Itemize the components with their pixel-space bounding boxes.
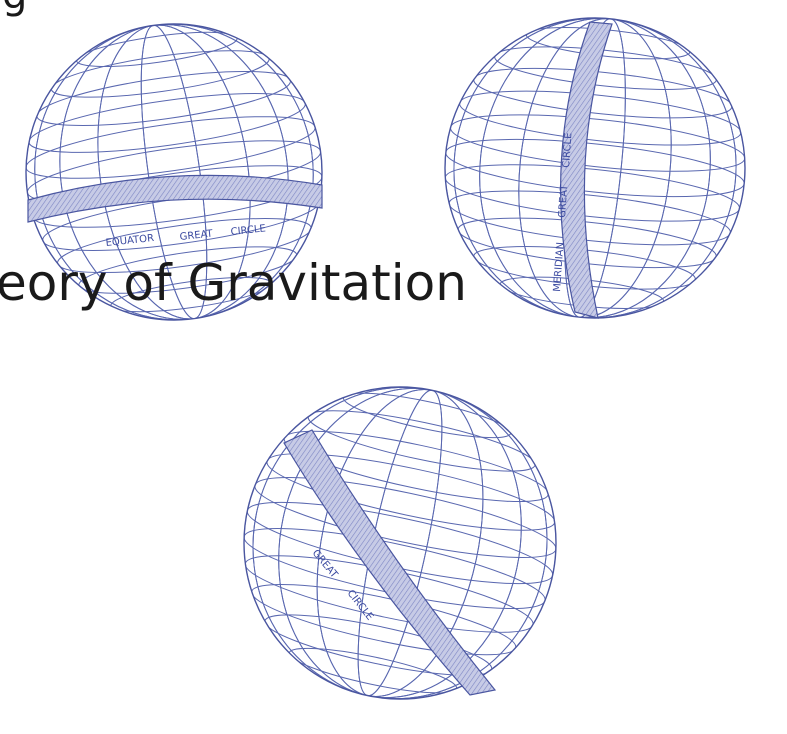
slide-title-fragment: eory of Gravitation — [0, 254, 467, 312]
globe-oblique: GREAT CIRCLE — [215, 358, 585, 728]
meridian-label-word-1: MERIDIAN — [552, 242, 566, 292]
longitude-line — [224, 360, 576, 726]
longitude-line — [251, 366, 550, 721]
equator-label-word-2: GREAT — [179, 228, 214, 243]
latitude-line — [448, 104, 747, 182]
longitude-line — [291, 374, 508, 712]
latitude-line — [472, 59, 734, 127]
equator-label-word-1: EQUATOR — [105, 233, 154, 249]
longitude-line — [291, 374, 508, 712]
longitude-line — [215, 358, 585, 728]
latitude-line — [49, 41, 272, 106]
equator-label-word-3: CIRCLE — [230, 223, 266, 238]
globe-meridian: MERIDIAN GREAT CIRCLE — [430, 3, 760, 333]
longitude-line — [224, 360, 576, 726]
oblique-band — [284, 430, 495, 695]
equator-band — [28, 175, 322, 222]
longitude-line — [251, 366, 550, 721]
slide-corner-glyph: g — [2, 0, 27, 18]
latitude-line — [443, 154, 742, 232]
